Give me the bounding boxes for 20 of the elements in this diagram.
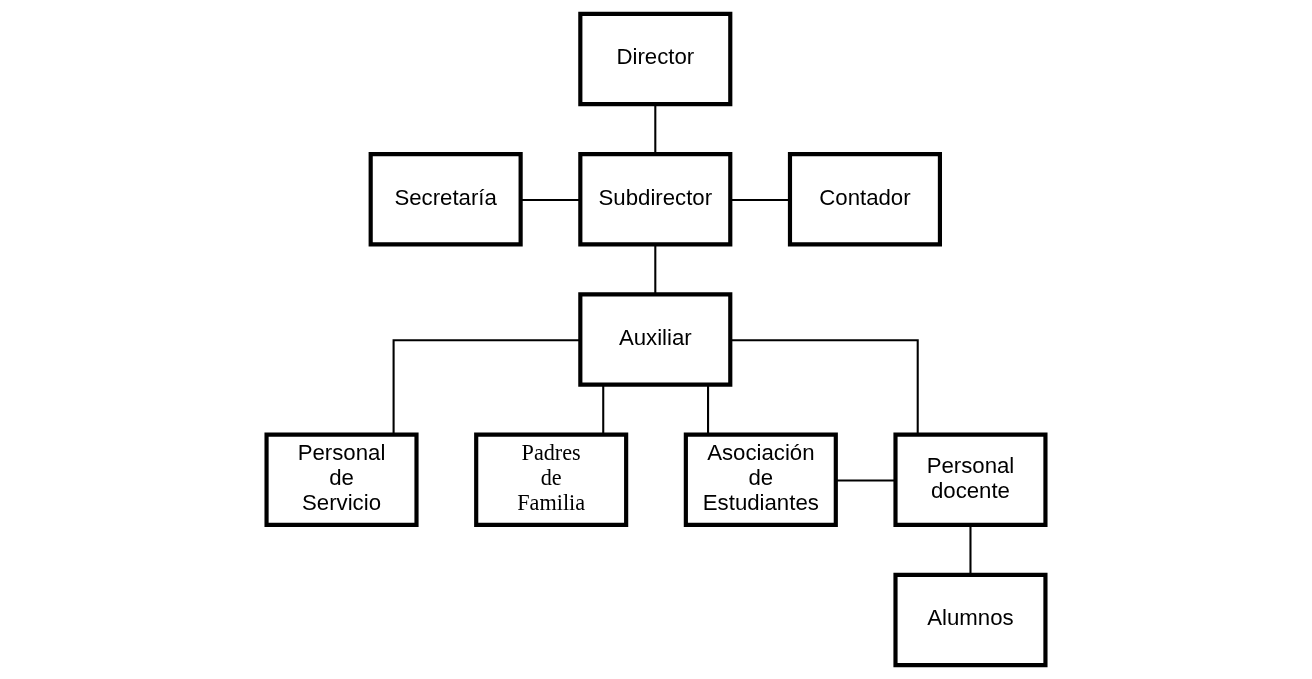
node-box: Padres de Familia <box>474 432 629 527</box>
connector <box>835 479 896 482</box>
node-box: Personal de Servicio <box>264 432 419 527</box>
node-box: Subdirector <box>578 152 733 247</box>
connector <box>654 104 657 154</box>
node-box: Contador <box>787 152 942 247</box>
connector <box>730 198 790 201</box>
connector <box>392 339 581 435</box>
connector <box>520 198 581 201</box>
connector <box>707 384 710 435</box>
node-box: Secretaría <box>368 152 523 247</box>
node-box: Auxiliar <box>578 292 733 387</box>
node-box: Director <box>578 11 733 107</box>
node-box: Alumnos <box>893 572 1048 668</box>
connector <box>654 244 657 294</box>
connector <box>969 524 972 575</box>
connector <box>602 384 605 435</box>
node-box: Asociación de Estudiantes <box>683 432 838 527</box>
node-box: Personal docente <box>893 432 1048 527</box>
connector <box>730 339 919 435</box>
